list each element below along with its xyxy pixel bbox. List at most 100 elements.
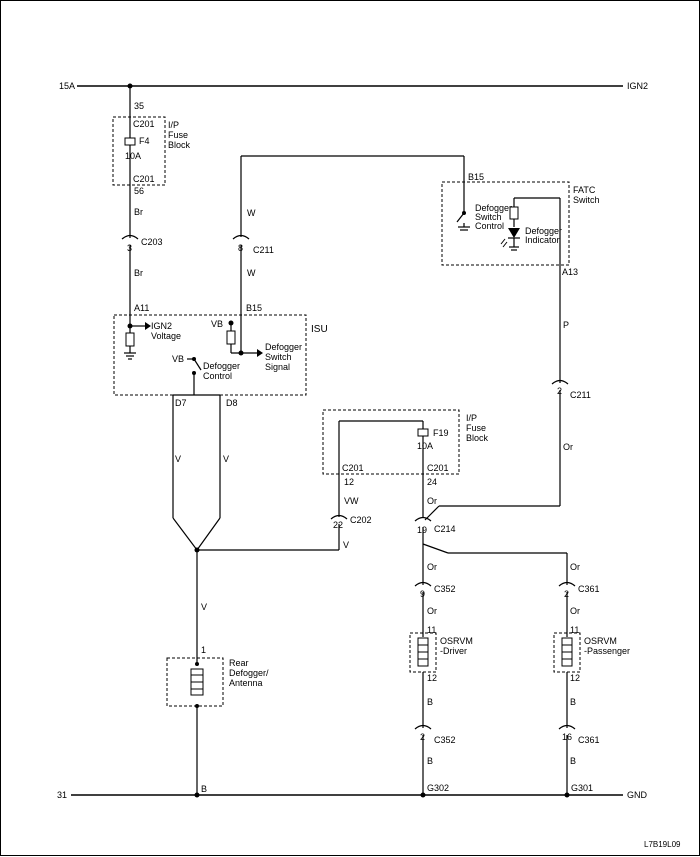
wire-color-b: B <box>427 756 433 766</box>
connector-c202: 22 C202 <box>330 514 372 550</box>
fatc-pin-a13: A13 <box>562 267 578 277</box>
defogger-name: Defogger/ <box>229 668 269 678</box>
wire-w-loop: W 8 C211 W <box>232 155 465 353</box>
osrvm-driver-pin: 12 <box>427 673 437 683</box>
osrvm-passenger-pin: 11 <box>570 625 579 635</box>
ip-fuse-block-f4: 35 C201 F4 10A C201 56 I/P Fuse Block Br <box>112 83 191 238</box>
wire-color-b: B <box>201 784 207 794</box>
osrvm-driver-name: -Driver <box>440 646 467 656</box>
isu-ign2-label: IGN2 <box>151 321 172 331</box>
isu-switch-signal-label: Switch <box>265 352 292 362</box>
wire-color-vw: VW <box>344 496 359 506</box>
wire-color-w: W <box>247 208 256 218</box>
connector-c203: 3 C203 Br <box>121 234 163 328</box>
isu-pin-d7: D7 <box>175 398 187 408</box>
fatc-switch-label: Switch <box>475 212 502 222</box>
fuse-f4-rating: 10A <box>125 151 141 161</box>
fuse-f19-left-connector: C201 <box>342 463 364 473</box>
rail-15a-label: 15A <box>59 81 75 91</box>
ip-fuse-block-f19: I/P Fuse Block F19 10A C201 12 C201 24 V… <box>322 409 489 518</box>
wire-color-or: Or <box>427 606 437 616</box>
defogger-name: Antenna <box>229 678 263 688</box>
osrvm-driver-branch: 9 C352 Or 11 OSRVM -Driver 12 B 2 C352 B… <box>409 581 473 798</box>
wire-color-or: Or <box>570 606 580 616</box>
connector-pin: 19 <box>417 525 427 535</box>
wire-color-or: Or <box>570 562 580 572</box>
connector-label: C211 <box>570 390 591 400</box>
connector-label: C352 <box>434 735 456 745</box>
rail-gnd-label: GND <box>627 790 648 800</box>
isu-ign2-resistor <box>125 332 135 347</box>
wire-color-or: Or <box>563 442 573 452</box>
wire-color-v: V <box>175 454 181 464</box>
wire-color-b: B <box>427 697 433 707</box>
wire-color-v: V <box>223 454 229 464</box>
wire-color-or: Or <box>427 562 437 572</box>
osrvm-passenger-name: OSRVM <box>584 636 617 646</box>
connector-pin: 3 <box>127 243 132 253</box>
ground-g301: G301 <box>571 783 593 793</box>
connector-label: C361 <box>578 584 600 594</box>
top-rail: 15A IGN2 <box>59 81 648 91</box>
wire-color-p: P <box>563 320 569 330</box>
connector-c211-p: 2 C211 Or <box>424 379 591 521</box>
isu-ign2-label: Voltage <box>151 331 181 341</box>
fuse-f4-bottom-pin: 56 <box>134 186 144 196</box>
wire-color-b: B <box>570 697 576 707</box>
isu-defogger-control-label: Control <box>203 371 232 381</box>
fuse-block-2-name: Fuse <box>466 423 486 433</box>
fatc-indicator-label: Defogger <box>525 226 562 236</box>
rail-ign2-label: IGN2 <box>627 81 648 91</box>
wire-color-br: Br <box>134 268 143 278</box>
wire-color-v: V <box>201 602 207 612</box>
connector-label: C202 <box>350 515 372 525</box>
isu-pin-a11: A11 <box>134 303 149 313</box>
rail-31-label: 31 <box>57 790 67 800</box>
wire-color-or: Or <box>427 496 437 506</box>
isu-vb-label: VB <box>211 319 223 329</box>
fuse-f19-right-pin: 24 <box>427 477 437 487</box>
fuse-f4-symbol <box>124 137 136 146</box>
fuse-block-2-name: I/P <box>466 413 477 423</box>
bottom-rail: 31 GND <box>57 790 648 800</box>
fuse-block-1-name: Fuse <box>168 130 188 140</box>
connector-label: C203 <box>141 237 163 247</box>
isu-module: ISU A11 B15 IGN2 Voltage VB Defogger Swi… <box>113 303 328 408</box>
connector-label: C361 <box>578 735 600 745</box>
isu-pin-d8: D8 <box>226 398 238 408</box>
fatc-indicator-label: Indicator <box>525 235 560 245</box>
rear-defogger-feed: V V V V <box>172 395 349 664</box>
connector-c214: 19 C214 Or Or <box>414 516 580 585</box>
fuse-f19-right-connector: C201 <box>427 463 449 473</box>
osrvm-passenger-pin: 12 <box>570 673 580 683</box>
fuse-f19-rating: 10A <box>417 441 433 451</box>
fuse-block-2-name: Block <box>466 433 489 443</box>
defogger-name: Rear <box>229 658 249 668</box>
fatc-switch: FATC Switch B15 Defogger Switch Control … <box>441 172 600 383</box>
defogger-pin: 1 <box>201 645 206 655</box>
connector-label: C352 <box>434 584 456 594</box>
isu-defogger-control-label: Defogger <box>203 361 240 371</box>
fuse-f19-left-pin: 12 <box>344 477 354 487</box>
isu-switch-signal-label: Defogger <box>265 342 302 352</box>
fuse-block-1-name: I/P <box>168 120 179 130</box>
fuse-f4-top-connector: C201 <box>133 119 155 129</box>
isu-switch-signal-label: Signal <box>265 362 290 372</box>
diagram-id: L7B19L09 <box>644 840 681 849</box>
fuse-f4-top-pin: 35 <box>134 101 144 111</box>
fatc-pin-b15: B15 <box>468 172 484 182</box>
rear-defogger-antenna: 1 Rear Defogger/ Antenna B <box>166 645 269 798</box>
osrvm-passenger-branch: 2 C361 Or 11 OSRVM -Passenger 12 B 16 C3… <box>553 581 630 798</box>
fuse-f19-symbol <box>417 428 429 437</box>
fatc-switch-label: Control <box>475 221 504 231</box>
fuse-block-1-name: Block <box>168 140 191 150</box>
isu-pullup-resistor <box>226 330 236 345</box>
fatc-name: Switch <box>573 195 600 205</box>
ground-g302: G302 <box>427 783 449 793</box>
connector-label: C214 <box>434 524 456 534</box>
isu-vb-label: VB <box>172 354 184 364</box>
wire-color-b: B <box>570 756 576 766</box>
fatc-indicator-resistor <box>509 206 519 220</box>
